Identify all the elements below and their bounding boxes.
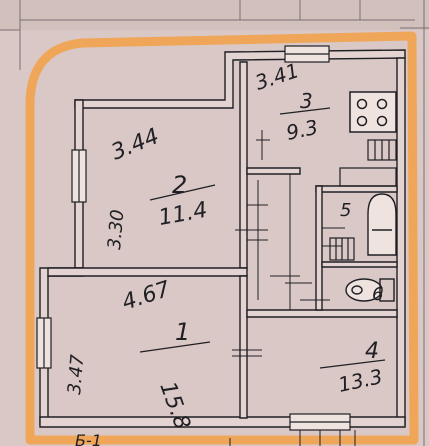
room-1-dim-side: 3.47 (64, 353, 88, 395)
room-4-number: 4 (365, 339, 379, 364)
sink-icon (367, 139, 397, 161)
kitchen-counter (339, 167, 397, 187)
room-2: 3.44 2 11.4 3.30 (104, 124, 216, 251)
room-6-number: 6 (372, 284, 383, 305)
apartment-outline (25, 31, 419, 445)
corridor-lines (232, 130, 291, 357)
room-5-number: 5 (340, 200, 351, 221)
bottom-label: Б-1 (75, 431, 102, 446)
room-3-number: 3 (300, 89, 313, 113)
windows (36, 45, 351, 431)
bathtub-icon (367, 193, 397, 256)
radiator-icon (329, 237, 355, 261)
door-marks (247, 204, 345, 301)
room-1-number: 1 (175, 318, 190, 346)
bottom-tick-marks (229, 430, 356, 446)
paper-top-shade (0, 0, 429, 30)
toilet-icon (345, 278, 395, 302)
interior-walls (47, 61, 398, 419)
stove-icon (349, 91, 397, 133)
room-2-dim-side: 3.30 (104, 209, 128, 251)
